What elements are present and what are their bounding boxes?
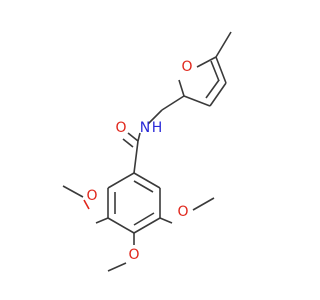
bond-o-ch3-left: [62, 185, 84, 198]
bond-furan-c3-c4: [209, 82, 227, 107]
bond-benz-c6-c1: [133, 172, 161, 189]
bond-group: [62, 31, 232, 272]
bond-c5-o-right: [159, 217, 173, 224]
bond-carbonyl-ring: [133, 140, 139, 174]
bond-benz-c4-c5-double: [133, 212, 155, 226]
bond-benz-c6-c1-double: [133, 180, 154, 193]
bond-o-ch3-right: [192, 197, 215, 211]
bond-carbonyl-o: [127, 132, 139, 142]
bond-n-carbonyl: [137, 132, 141, 142]
bond-furan-o-c2: [178, 79, 185, 97]
amide-nitrogen-label: N: [140, 120, 150, 136]
bond-furan-c4-c5: [215, 56, 227, 84]
bond-o-ch3-bottom: [107, 262, 127, 272]
molecule-structure-diagram: O O N H O O O: [62, 31, 232, 272]
bond-furan-c2-c3: [183, 95, 211, 107]
bond-ch2-n: [147, 109, 163, 125]
methoxy-oxygen-right-label: O: [177, 204, 188, 220]
furan-oxygen-label: O: [181, 59, 192, 75]
bond-benz-c1-c2: [107, 172, 135, 189]
bond-methyl-furan: [215, 31, 232, 58]
atom-label-group: O O N H O O O: [86, 59, 192, 263]
bond-furan-c5-o: [196, 56, 217, 68]
bond-o-ring-left-red: [83, 199, 90, 210]
methoxy-oxygen-left-label: O: [86, 188, 97, 204]
methoxy-oxygen-bottom-label: O: [128, 247, 139, 263]
carbonyl-oxygen-label: O: [115, 120, 126, 136]
amide-hydrogen-label: H: [152, 120, 163, 136]
bond-furan-c4-c5-double: [210, 60, 220, 82]
bond-carbonyl-o-double: [122, 138, 134, 148]
bond-benz-c3-c4: [107, 217, 135, 234]
bond-c3-o-left: [95, 217, 109, 224]
bond-furan-c3-c4-double: [205, 79, 220, 99]
bond-benz-c4-c5: [133, 217, 161, 234]
bond-furan-ch2: [161, 95, 185, 111]
